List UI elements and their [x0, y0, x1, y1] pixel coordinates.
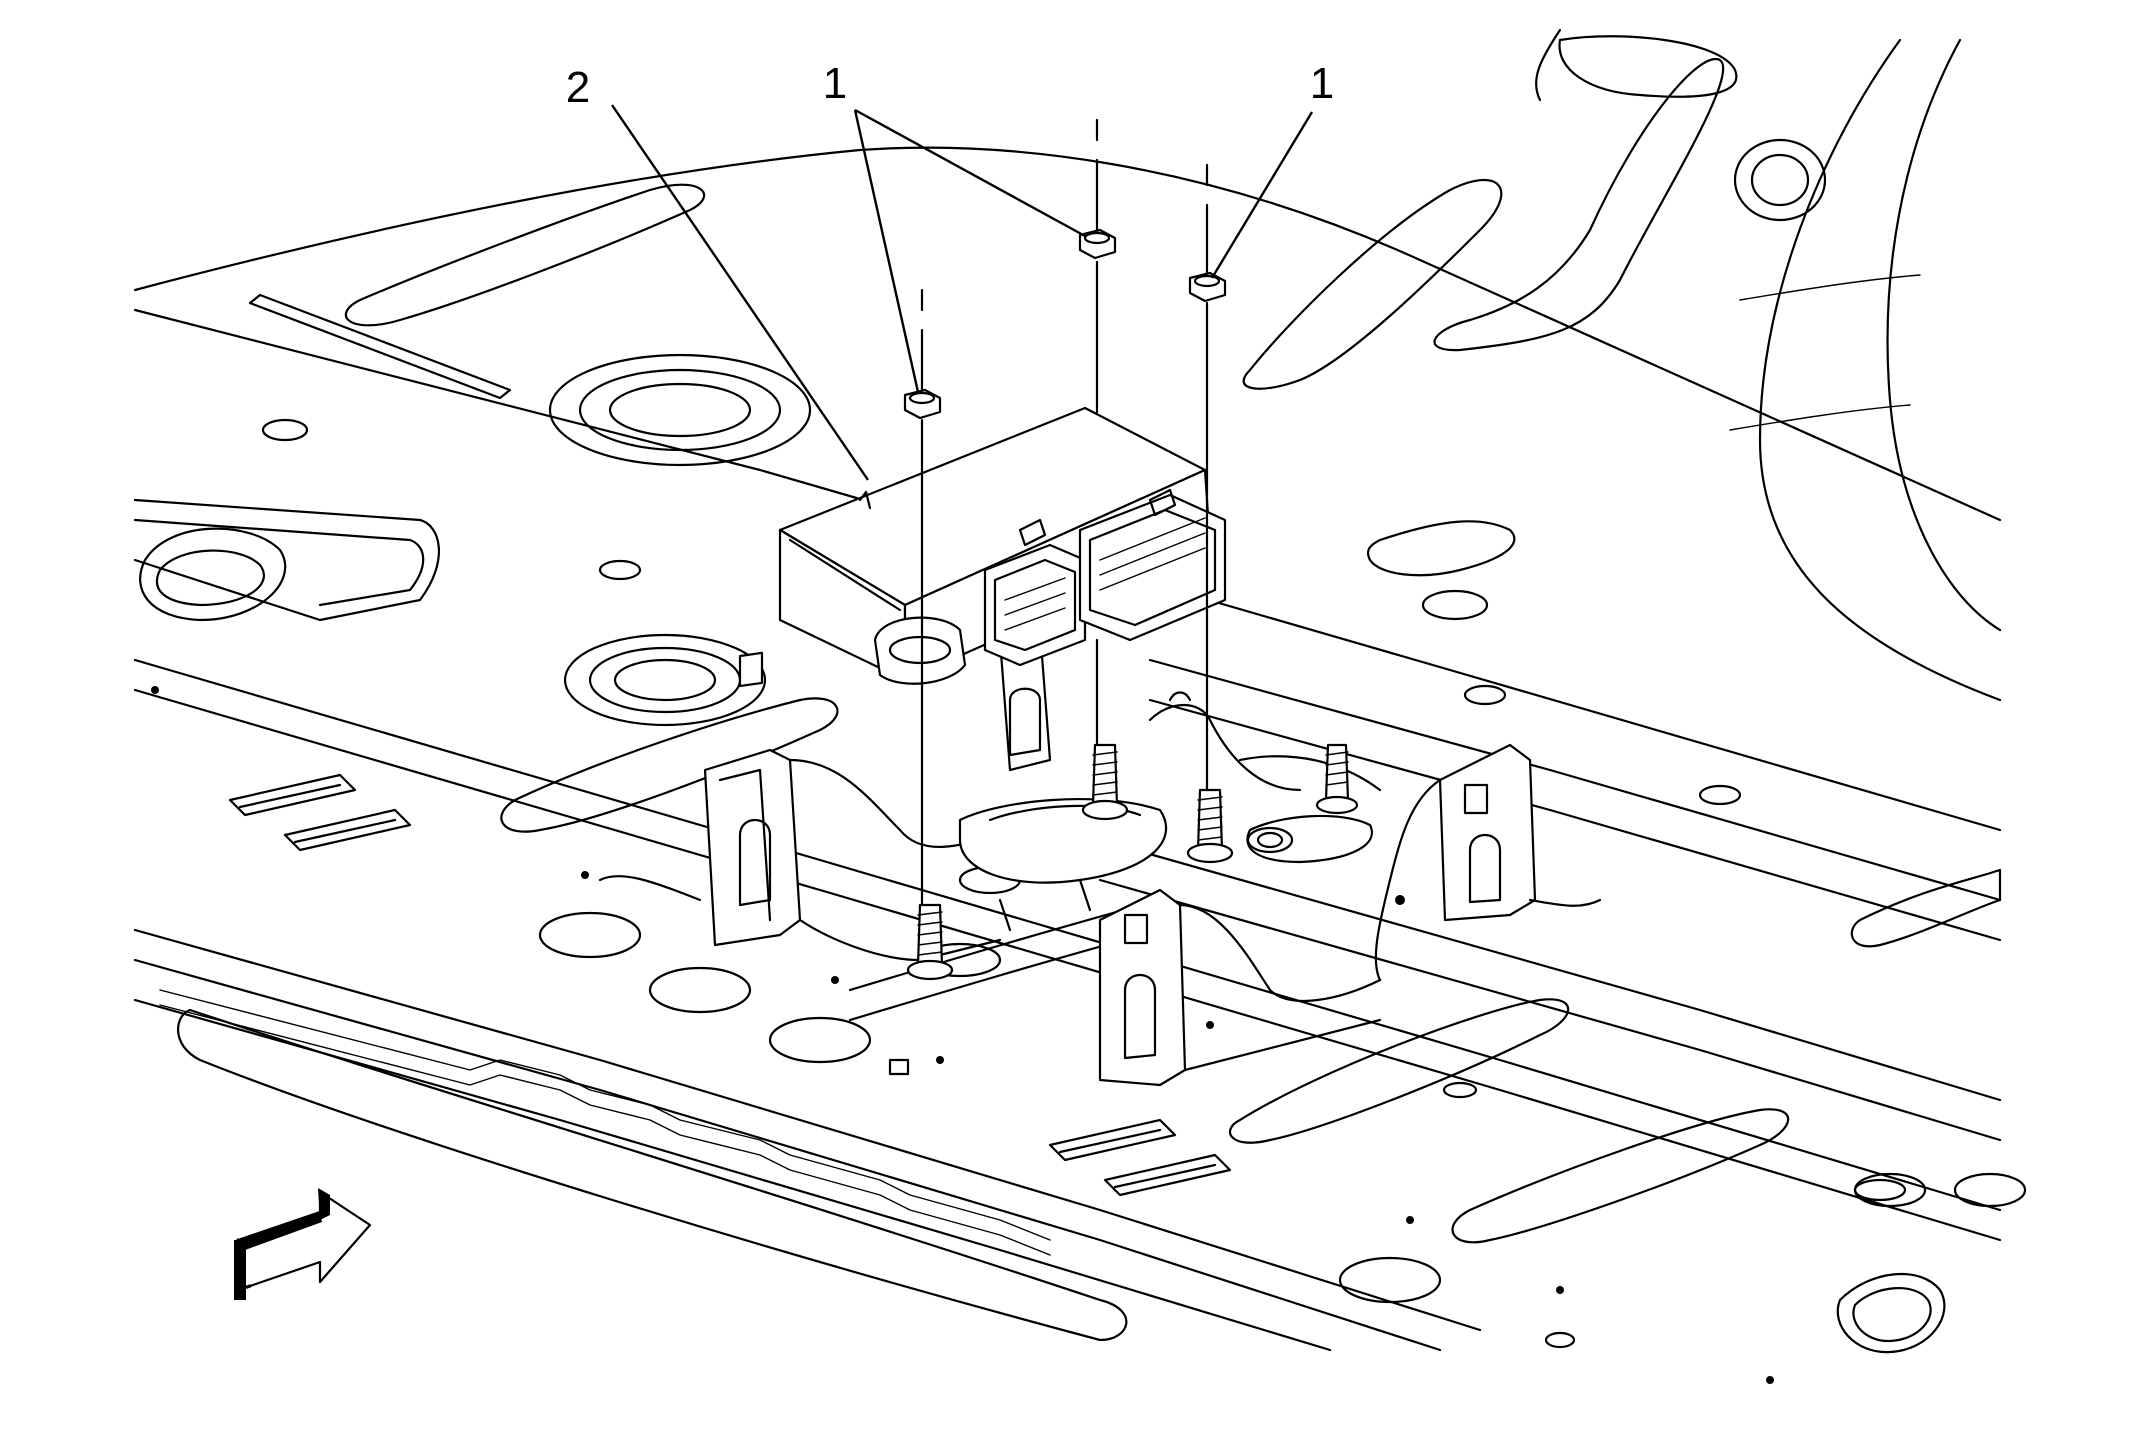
control-module: [778, 406, 1227, 685]
mounting-bracket: [598, 628, 1602, 1087]
nut-right: [1188, 271, 1227, 303]
callout-label-1-left: 1: [823, 59, 847, 108]
nut-middle: [1078, 228, 1117, 260]
alignment-lines: [920, 118, 1209, 907]
nut-left: [903, 388, 942, 420]
forward-arrow-icon: [234, 1188, 372, 1300]
callout-1-right: 1: [1210, 59, 1334, 279]
stud-left: [906, 903, 954, 981]
callout-1-left: 1: [823, 59, 1086, 393]
stud-far-right: [1315, 743, 1359, 815]
callout-2: 2: [566, 63, 869, 481]
stud-right: [1186, 788, 1234, 864]
floor-panel: [133, 28, 2027, 1384]
stud-middle: [1081, 743, 1129, 821]
callout-label-2: 2: [566, 63, 590, 112]
callout-label-1-right: 1: [1310, 59, 1334, 108]
